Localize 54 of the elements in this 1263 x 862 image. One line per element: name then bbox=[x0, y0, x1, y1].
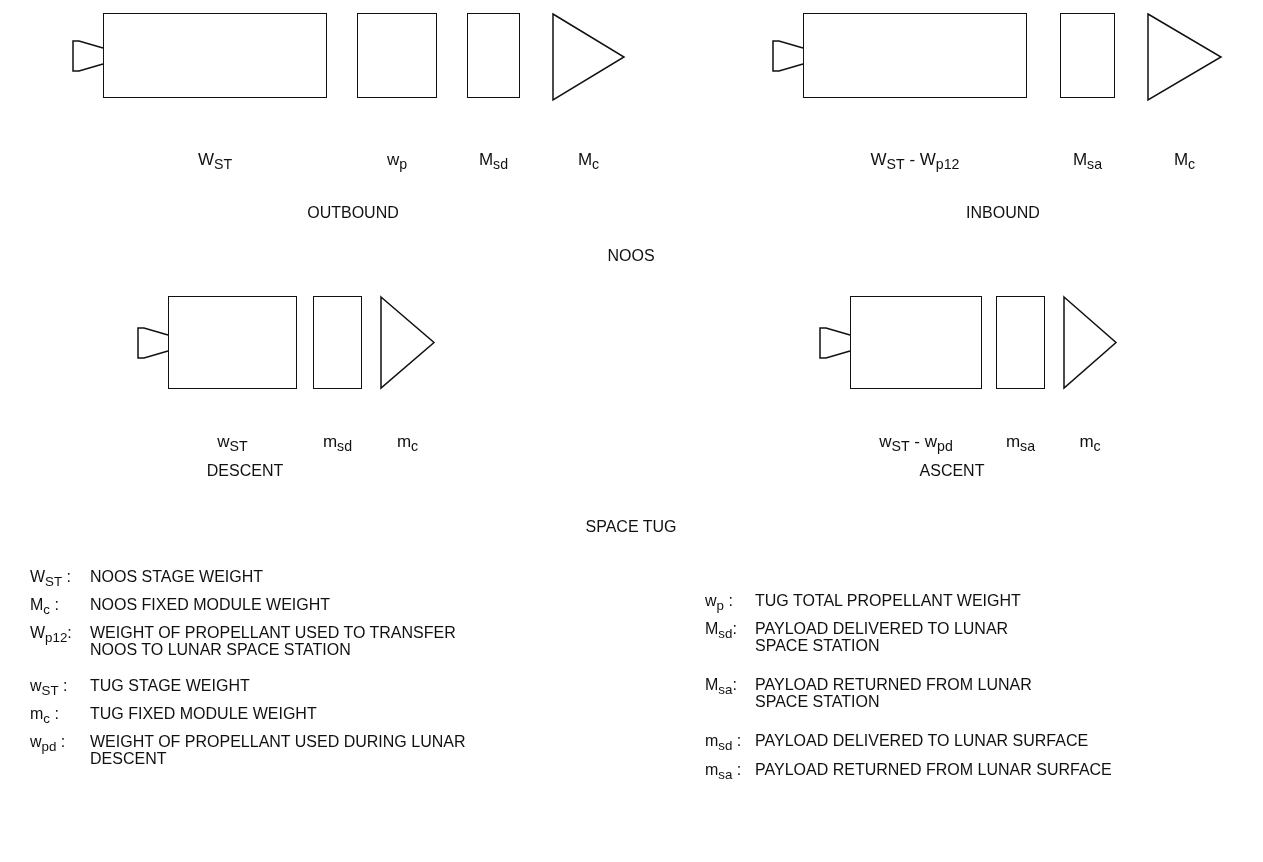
legend-definition: PAYLOAD RETURNED FROM LUNAR SURFACE bbox=[755, 761, 1113, 778]
legend-definition: PAYLOAD DELIVERED TO LUNAR SPACE STATION bbox=[755, 620, 1010, 654]
weight-symbol: m$_{sa}$ bbox=[1005, 432, 1036, 455]
legend-symbol: w$_{p}$ : bbox=[705, 592, 733, 614]
section-caption: ASCENT bbox=[919, 462, 985, 480]
weight-symbol: M$_{sd}$ bbox=[478, 150, 509, 173]
section-caption: INBOUND bbox=[966, 204, 1040, 222]
weight-symbol: w$_{p}$ bbox=[386, 150, 408, 173]
legend-definition: PAYLOAD RETURNED FROM LUNAR SPACE STATION bbox=[755, 676, 1033, 710]
legend-symbol: W$_{ST}$ : bbox=[30, 568, 72, 590]
legend-symbol: m$_{c}$ : bbox=[30, 705, 59, 727]
legend-definition: WEIGHT OF PROPELLANT USED TO TRANSFER NOOS TO LUNAR SPACE STATION bbox=[90, 624, 457, 658]
weight-symbol: M$_{sa}$ bbox=[1072, 150, 1103, 173]
weight-symbol: M$_{c}$ bbox=[1173, 150, 1196, 173]
legend-symbol: M$_{sd}$: bbox=[705, 620, 737, 642]
legend-symbol: w$_{pd}$ : bbox=[30, 733, 66, 755]
section-caption: NOOS bbox=[607, 247, 655, 265]
legend-symbol: m$_{sa}$ : bbox=[705, 761, 742, 783]
legend-definition: TUG STAGE WEIGHT bbox=[90, 677, 251, 694]
weight-symbol: m$_{c}$ bbox=[396, 432, 419, 455]
module-box bbox=[313, 296, 362, 389]
weight-symbol: m$_{sd}$ bbox=[322, 432, 353, 455]
stage-body-box bbox=[803, 13, 1027, 98]
module-box bbox=[1060, 13, 1115, 98]
weight-symbol: M$_{c}$ bbox=[577, 150, 600, 173]
legend-symbol: m$_{sd}$ : bbox=[705, 732, 742, 754]
section-caption: DESCENT bbox=[206, 462, 284, 480]
weight-symbol: m$_{c}$ bbox=[1079, 432, 1101, 455]
weight-symbol: W$_{ST}$ bbox=[197, 150, 233, 173]
legend-symbol: M$_{c}$ : bbox=[30, 596, 59, 618]
stage-body-box bbox=[850, 296, 982, 389]
capsule-triangle bbox=[1063, 296, 1117, 389]
module-box bbox=[996, 296, 1045, 389]
legend-symbol: W$_{p12}$: bbox=[30, 624, 72, 646]
stage-body-box bbox=[168, 296, 297, 389]
legend-definition: PAYLOAD DELIVERED TO LUNAR SURFACE bbox=[755, 732, 1090, 749]
legend-definition: TUG TOTAL PROPELLANT WEIGHT bbox=[755, 592, 1022, 609]
stage-body-box bbox=[103, 13, 327, 98]
weight-symbol: W$_{ST}$ - W$_{p12}$ bbox=[870, 150, 960, 173]
capsule-triangle bbox=[552, 13, 625, 101]
legend-definition: NOOS FIXED MODULE WEIGHT bbox=[90, 596, 331, 613]
section-caption: SPACE TUG bbox=[585, 518, 677, 536]
capsule-triangle bbox=[1147, 13, 1222, 101]
legend-symbol: w$_{ST}$ : bbox=[30, 677, 68, 699]
legend-definition: TUG FIXED MODULE WEIGHT bbox=[90, 705, 318, 722]
legend-definition: WEIGHT OF PROPELLANT USED DURING LUNAR DESCENT bbox=[90, 733, 467, 767]
section-caption: OUTBOUND bbox=[307, 204, 399, 222]
weight-symbol: w$_{ST}$ - w$_{pd}$ bbox=[879, 432, 953, 455]
module-box bbox=[357, 13, 437, 98]
capsule-triangle bbox=[380, 296, 435, 389]
module-box bbox=[467, 13, 520, 98]
legend-definition: NOOS STAGE WEIGHT bbox=[90, 568, 265, 585]
weight-symbol: w$_{ST}$ bbox=[217, 432, 248, 455]
legend-symbol: M$_{sa}$: bbox=[705, 676, 737, 698]
